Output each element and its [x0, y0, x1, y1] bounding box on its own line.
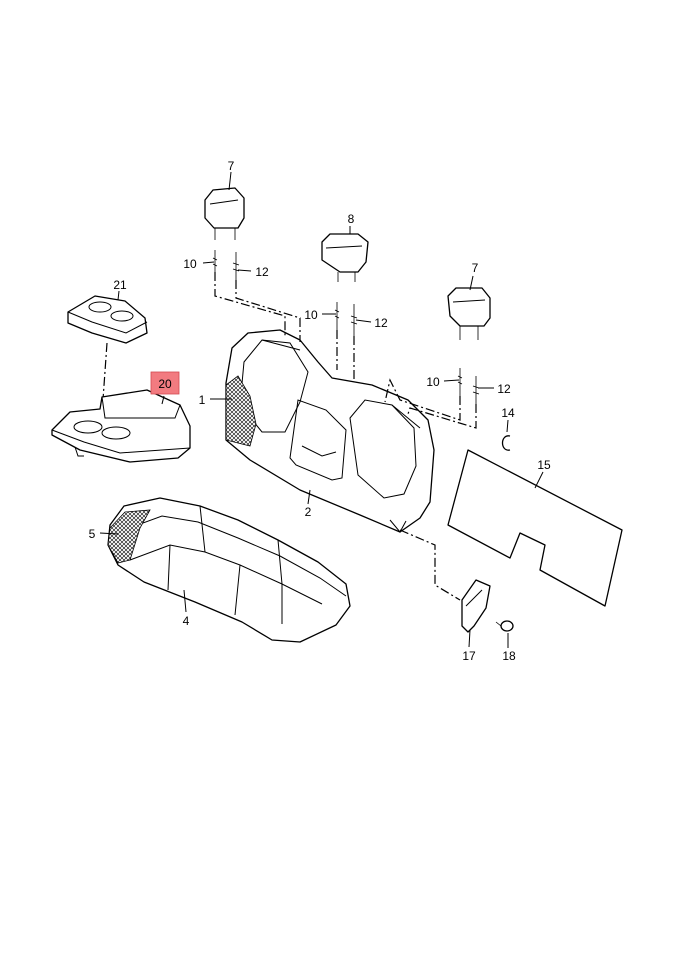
callout-14[interactable]: 14 [501, 406, 515, 420]
leader-line-12b [355, 319, 372, 323]
headrest-right[interactable] [447, 287, 491, 340]
armrest[interactable] [51, 389, 191, 463]
leader-line-21 [117, 290, 120, 301]
leader-backrest-bracket [399, 529, 461, 601]
guide-sleeve-left-2[interactable] [232, 252, 240, 280]
callout-10-right[interactable]: 10 [426, 375, 440, 389]
leader-line-7b [469, 275, 474, 291]
callout-10-middle[interactable]: 10 [304, 308, 318, 322]
callout-8[interactable]: 8 [348, 212, 355, 226]
guide-sleeve-right-2[interactable] [472, 376, 480, 404]
callout-10-left[interactable]: 10 [183, 257, 197, 271]
callout-20-highlight[interactable]: 20 [150, 371, 180, 395]
leader-line-10c [443, 379, 460, 382]
seat-backrest[interactable] [225, 329, 435, 533]
callout-12-middle[interactable]: 12 [374, 316, 388, 330]
callout-2[interactable]: 2 [305, 505, 312, 519]
guide-sleeve-right[interactable] [457, 368, 463, 396]
callout-7-left[interactable]: 7 [228, 159, 235, 173]
leader-line-4 [183, 589, 187, 613]
clip[interactable] [501, 435, 511, 451]
leader-line-7a [228, 171, 232, 191]
headrest-middle[interactable] [321, 233, 369, 282]
leader-line-17 [468, 629, 471, 648]
cup-holder-insert[interactable] [67, 295, 148, 344]
leader-line-14 [506, 419, 509, 433]
callout-5[interactable]: 5 [89, 527, 96, 541]
cover-panel[interactable] [447, 449, 623, 607]
leader-line-15 [534, 471, 544, 489]
callout-21[interactable]: 21 [113, 278, 127, 292]
callout-12-right[interactable]: 12 [497, 382, 511, 396]
guide-sleeve-left[interactable] [212, 250, 218, 272]
leader-line-2 [307, 489, 311, 505]
leader-headrest-left [214, 272, 301, 342]
leader-line-20 [161, 395, 165, 405]
seat-cushion[interactable] [107, 497, 351, 643]
leader-headrest-middle [336, 330, 355, 380]
headrest-left[interactable] [204, 187, 245, 240]
bracket[interactable] [461, 579, 491, 633]
callout-17[interactable]: 17 [462, 649, 476, 663]
callout-12-left[interactable]: 12 [255, 265, 269, 279]
callout-15[interactable]: 15 [537, 458, 551, 472]
guide-sleeve-middle-2[interactable] [350, 304, 358, 336]
guide-sleeve-middle[interactable] [334, 302, 340, 330]
leader-headrest-right [384, 378, 477, 429]
bushing[interactable] [495, 620, 514, 632]
callout-4[interactable]: 4 [183, 614, 190, 628]
leader-line-12a [237, 269, 252, 272]
leader-line-10a [202, 261, 215, 264]
callout-20-badge [150, 371, 180, 395]
callout-1[interactable]: 1 [199, 393, 206, 407]
callout-7-right[interactable]: 7 [472, 261, 479, 275]
callout-20[interactable]: 20 [158, 377, 172, 391]
leader-line-5 [99, 532, 119, 535]
callout-18[interactable]: 18 [502, 649, 516, 663]
